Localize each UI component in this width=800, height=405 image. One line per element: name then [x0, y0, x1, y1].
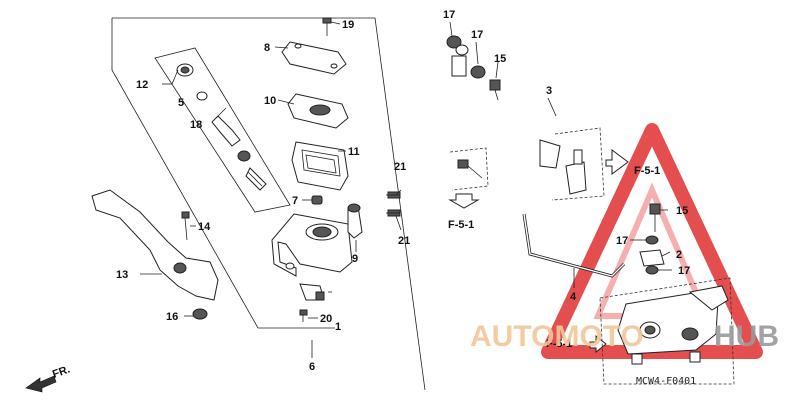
part-number-21-bottom: 21	[398, 235, 410, 247]
part-number-17-a: 17	[443, 9, 455, 21]
diaphragm	[291, 141, 349, 191]
part-number-4: 4	[570, 291, 577, 303]
part-number-12: 12	[136, 79, 148, 91]
oil-bolt-top	[489, 79, 501, 101]
part-number-19: 19	[342, 19, 354, 31]
part-number-9: 9	[352, 253, 358, 265]
piston-set-outline	[154, 47, 291, 213]
master-cylinder-body	[271, 213, 353, 277]
front-arrow-icon	[25, 375, 57, 393]
hose-guide-bolt	[449, 147, 489, 191]
pivot-nut	[192, 308, 208, 320]
part-number-6: 6	[309, 361, 315, 373]
reservoir-cap	[281, 41, 347, 75]
sealing-washers-top	[446, 35, 486, 79]
cap-screw	[322, 17, 332, 36]
part-number-13: 13	[116, 269, 128, 281]
part-number-16: 16	[166, 311, 178, 323]
boot	[347, 203, 363, 239]
brake-hose	[451, 55, 561, 169]
pivot-bolt	[181, 211, 190, 241]
hose-joint-reference	[551, 127, 605, 201]
part-number-21-top: 21	[394, 161, 406, 173]
watermark: AUTOMOTO HUB	[470, 320, 779, 353]
part-number-10: 10	[264, 95, 276, 107]
leader-lines	[140, 21, 672, 358]
part-number-17-c: 17	[616, 235, 628, 247]
part-number-11: 11	[348, 146, 360, 158]
drawing-code: MCW4-F0401	[636, 376, 696, 387]
part-number-2: 2	[676, 249, 682, 261]
reference-labels: F-5-1 F-5-1 F-5-1	[448, 165, 660, 350]
plug	[311, 195, 323, 205]
watermark-text-b: HUB	[714, 320, 779, 353]
ref-arrow-bottom	[589, 334, 607, 354]
diaphragm-plate	[287, 93, 349, 129]
oil-bolt-right	[639, 203, 665, 275]
ref-arrow-right	[605, 149, 629, 175]
part-number-20: 20	[320, 313, 332, 325]
piston-parts	[176, 63, 267, 191]
ref-f51-right: F-5-1	[634, 165, 660, 177]
abs-modulator	[599, 277, 735, 385]
part-number-5: 5	[178, 97, 184, 109]
holder-bolts	[386, 191, 401, 217]
ref-f51-bottom: F-5-1	[546, 338, 572, 350]
master-cylinder-group-outline	[111, 17, 426, 391]
part-number-15-top: 15	[494, 53, 506, 65]
part-number-labels: 1 2 3 4 5 6 7 8 9 10 11 12 13 14 15 15 1…	[116, 9, 690, 373]
front-label: FR.	[51, 363, 72, 380]
part-number-1: 1	[335, 321, 341, 333]
brake-lever	[91, 189, 219, 301]
part-number-18: 18	[190, 119, 202, 131]
part-number-14: 14	[198, 221, 211, 233]
part-number-17-d: 17	[678, 265, 690, 277]
part-number-3: 3	[546, 85, 552, 97]
ref-f51-left: F-5-1	[448, 219, 474, 231]
watermark-text-a: AUTOMOTO	[470, 320, 644, 353]
ref-arrow-left	[448, 193, 480, 209]
switch-screw	[299, 309, 308, 322]
part-number-15-right: 15	[676, 205, 688, 217]
brake-pipe	[522, 213, 626, 278]
part-number-8: 8	[264, 42, 270, 54]
part-number-17-b: 17	[471, 29, 483, 41]
front-direction-indicator: FR.	[25, 363, 72, 393]
brake-switch	[299, 283, 325, 301]
part-number-7: 7	[292, 195, 298, 207]
